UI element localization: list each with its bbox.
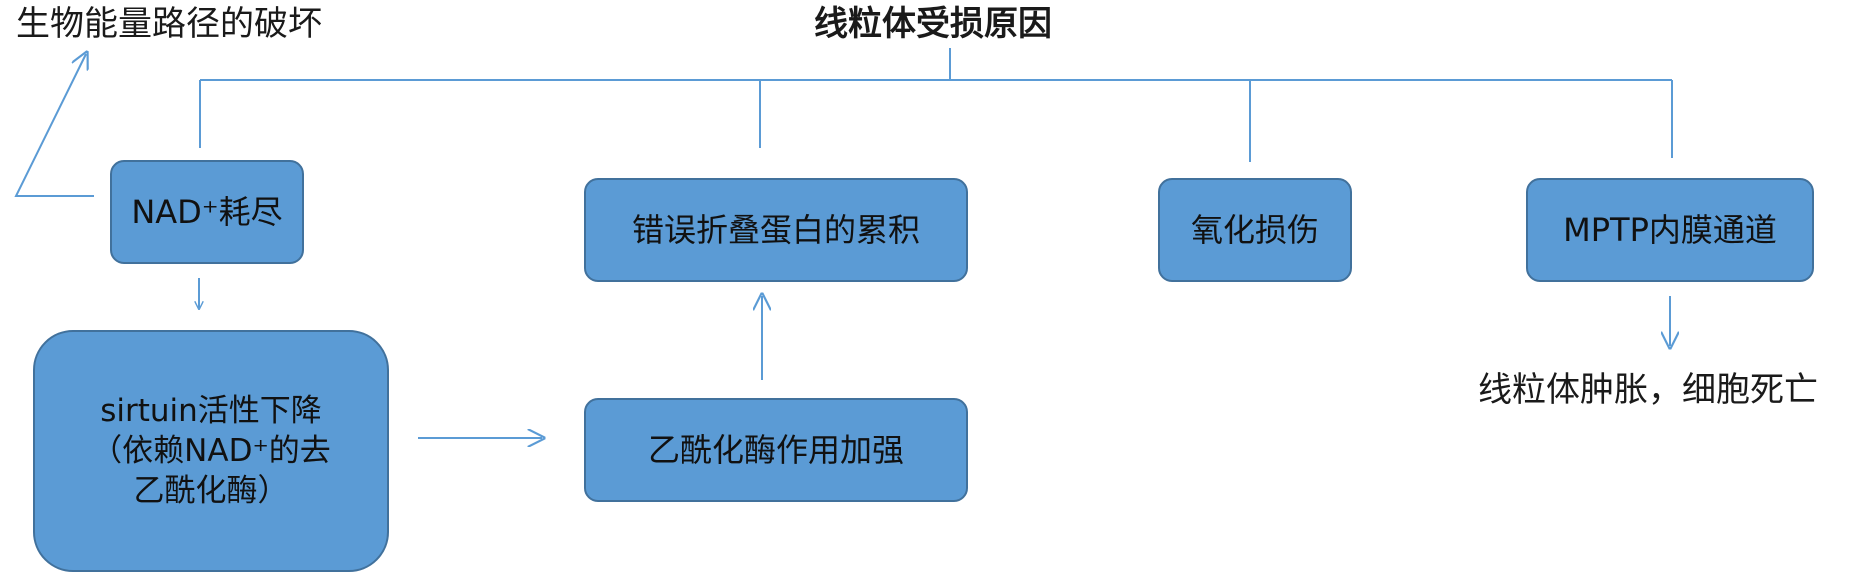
box-oxidative-damage-label: 氧化损伤 bbox=[1190, 211, 1319, 249]
box-misfolded-proteins-label: 错误折叠蛋白的累积 bbox=[631, 211, 920, 249]
box-acetylase-label: 乙酰化酶作用加强 bbox=[647, 431, 904, 469]
diagram-title: 线粒体受损原因 bbox=[814, 4, 1052, 44]
box-nad-depletion: NAD⁺耗尽 bbox=[110, 160, 304, 264]
arrow-nad-to-note bbox=[14, 54, 94, 197]
outcome-text: 线粒体肿胀，细胞死亡 bbox=[1478, 370, 1818, 410]
box-oxidative-damage: 氧化损伤 bbox=[1158, 178, 1352, 282]
top-left-note: 生物能量路径的破坏 bbox=[16, 4, 322, 44]
box-sirtuin: sirtuin活性下降 （依赖NAD⁺的去 乙酰化酶） bbox=[33, 330, 389, 572]
box-mptp-label: MPTP内膜通道 bbox=[1563, 211, 1777, 249]
box-sirtuin-label: sirtuin活性下降 （依赖NAD⁺的去 乙酰化酶） bbox=[91, 393, 331, 509]
box-mptp: MPTP内膜通道 bbox=[1526, 178, 1814, 282]
box-misfolded-proteins: 错误折叠蛋白的累积 bbox=[584, 178, 968, 282]
box-acetylase: 乙酰化酶作用加强 bbox=[584, 398, 968, 502]
box-nad-depletion-label: NAD⁺耗尽 bbox=[131, 193, 283, 231]
